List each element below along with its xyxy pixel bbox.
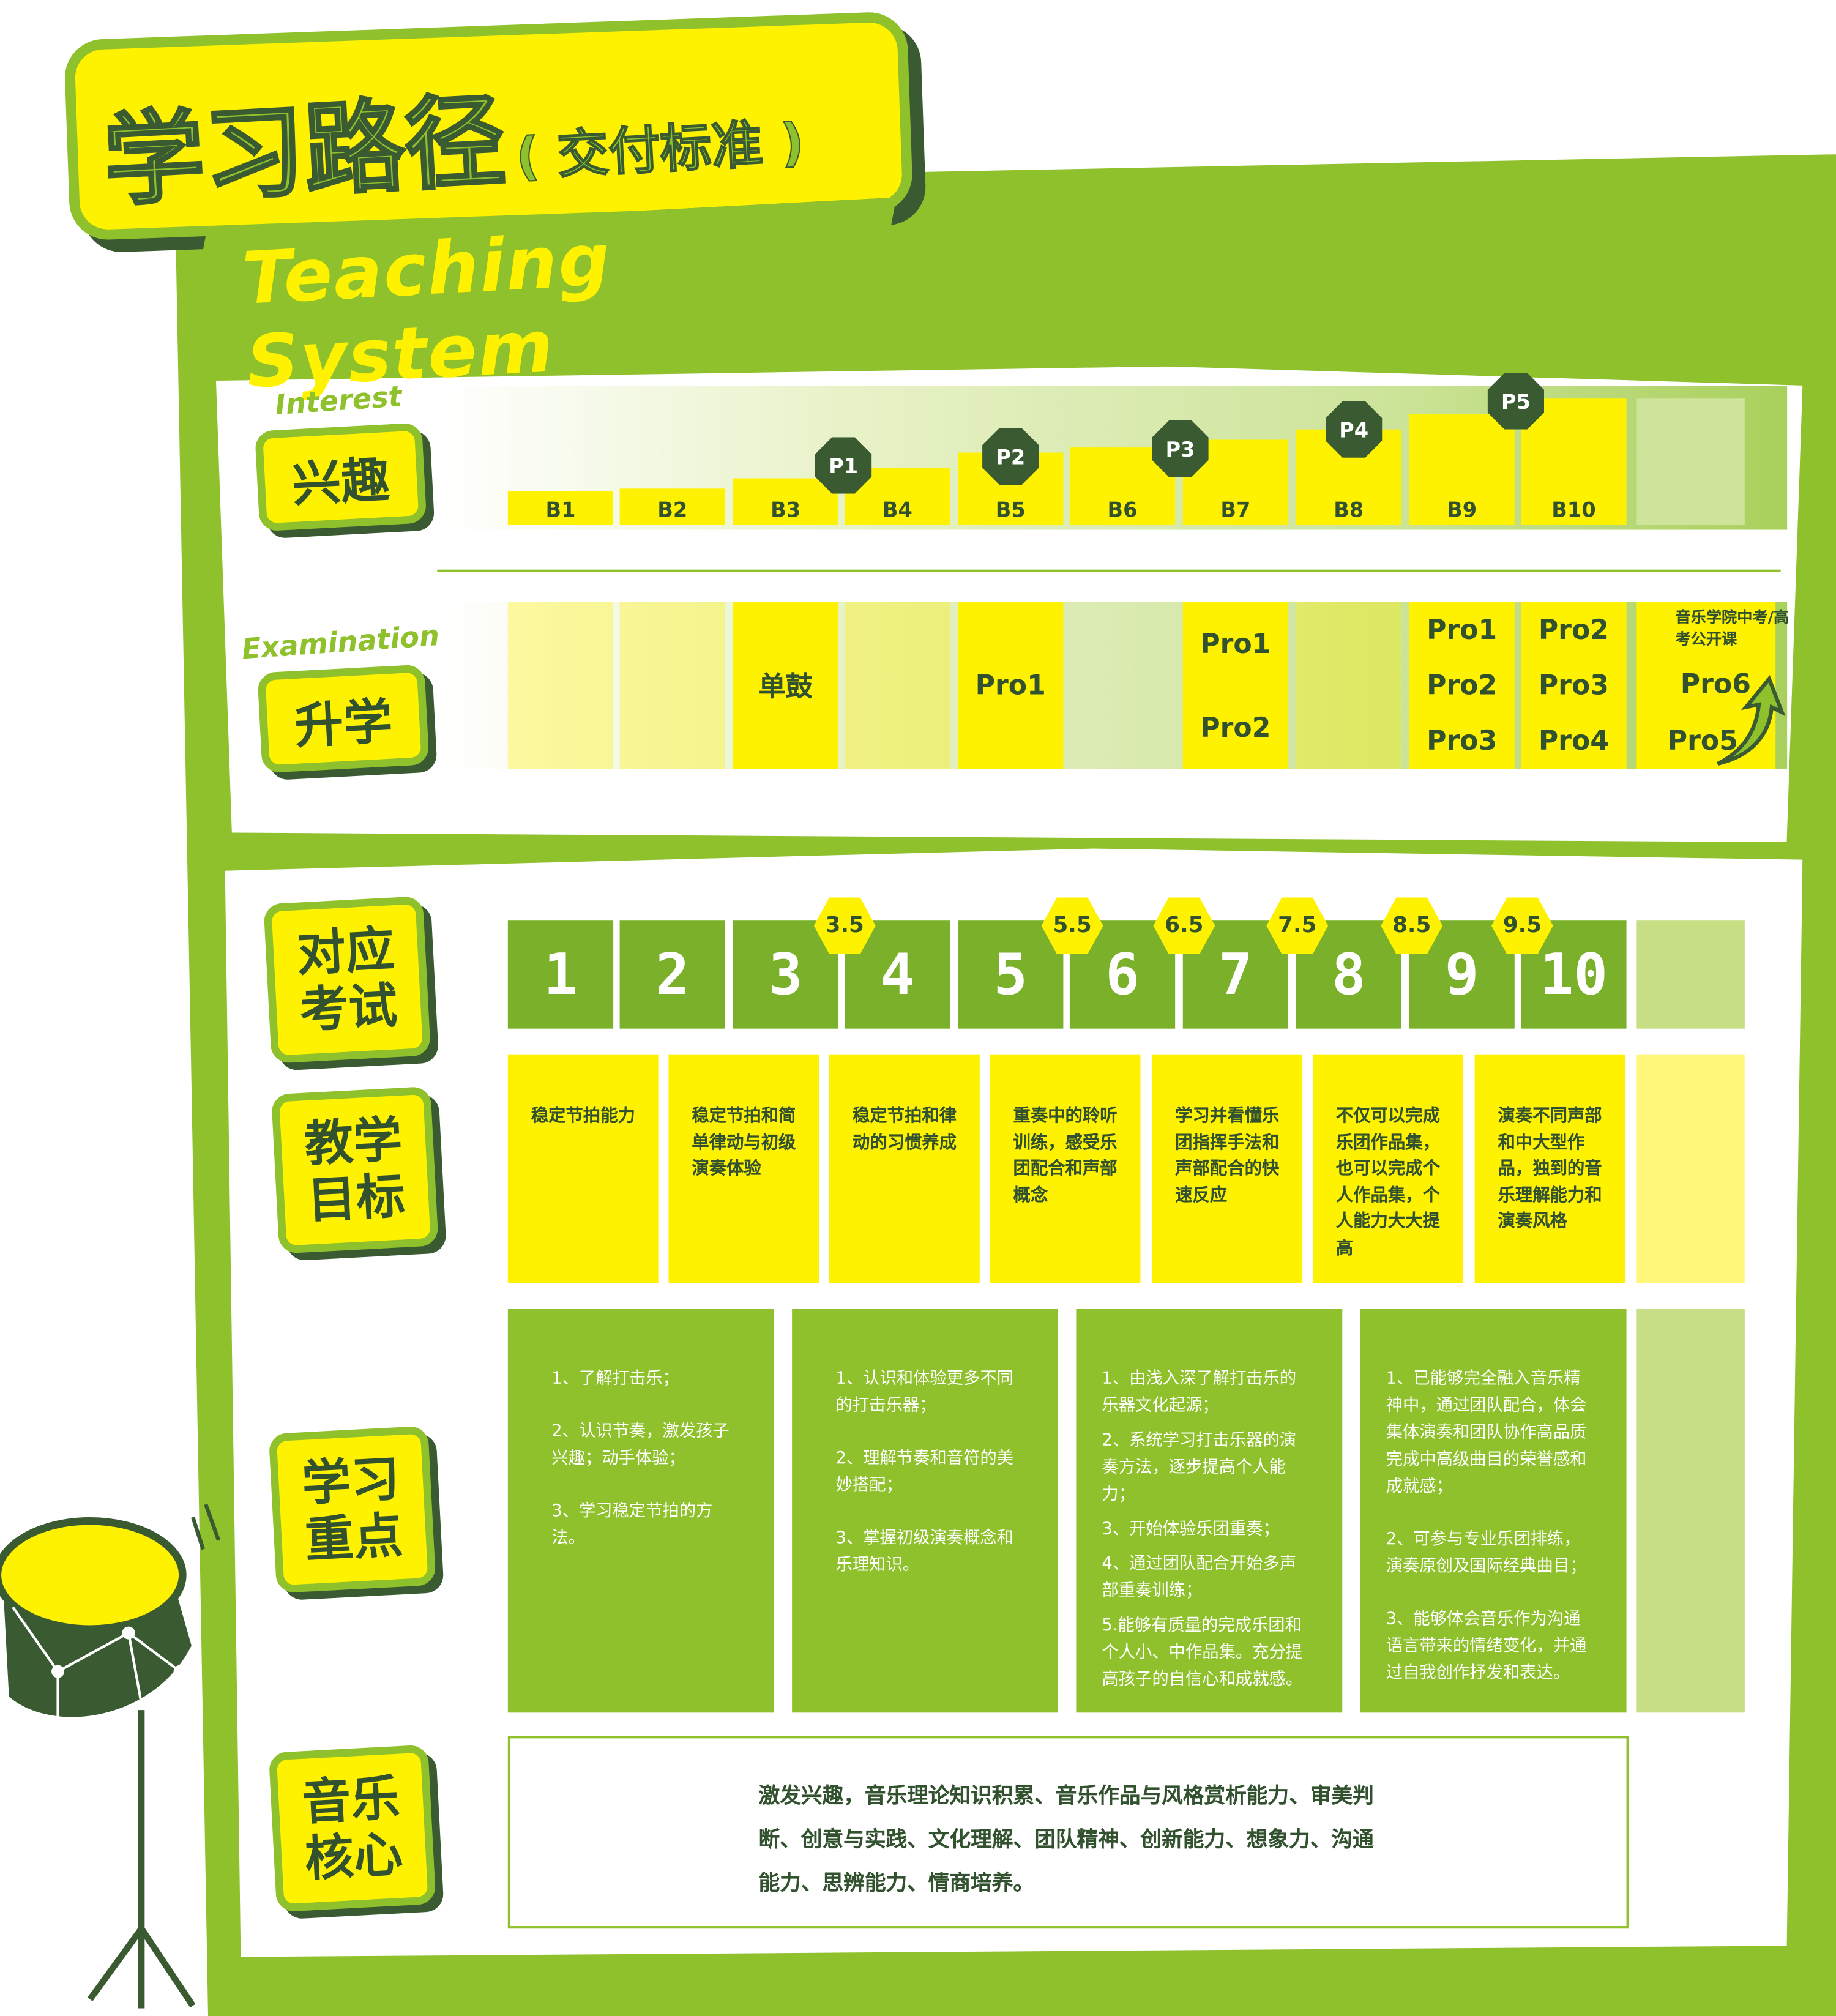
arrow-up-icon: [1717, 675, 1786, 766]
exam-b9-pro3: Pro3: [1427, 725, 1498, 756]
exam-b10-pro4: Pro4: [1538, 725, 1609, 756]
focus-point: 1、了解打击乐；: [551, 1369, 679, 1389]
interest-bar-8: B8: [1296, 429, 1401, 525]
exam-b5: Pro1: [958, 602, 1064, 769]
exam-level-5: 5: [958, 920, 1064, 1029]
exam-level-10: 10: [1521, 920, 1627, 1029]
focus-point: 3、学习稳定节拍的方法。: [551, 1501, 713, 1548]
interest-bar-6: B6: [1069, 447, 1176, 525]
interest-bar-9: B9: [1409, 414, 1515, 525]
focus-point: 3、开始体验乐团重奏；: [1102, 1520, 1280, 1539]
focus-point: 4、通过团队配合开始多声部重奏训练；: [1102, 1554, 1297, 1601]
milestone-badge-1: P1: [815, 437, 872, 494]
drum-icon: [0, 1503, 221, 2009]
core-text: 激发兴趣，音乐理论知识积累、音乐作品与风格赏析能力、审美判断、创意与实践、文化理…: [758, 1783, 1374, 1895]
interest-bar-2: B2: [619, 488, 725, 525]
exam-b9: Pro1 Pro2 Pro3: [1409, 602, 1515, 769]
goals-label: 教学目标: [271, 1086, 439, 1254]
interest-bar-3: B3: [733, 478, 838, 525]
title-sub: ( 交付标准 ): [514, 113, 807, 188]
exam-empty-cell: [845, 602, 950, 769]
goal-card: 不仅可以完成乐团作品集，也可以完成个人作品集，个人能力大大提高: [1312, 1054, 1463, 1283]
title-main: 学习路径: [100, 83, 509, 222]
interest-bar-label: B3: [771, 498, 801, 522]
goal-card: 重奏中的聆听训练，感受乐团配合和声部概念: [990, 1054, 1141, 1283]
focus-column: 1、由浅入深了解打击乐的乐器文化起源； 2、系统学习打击乐器的演奏方法，逐步提高个…: [1076, 1309, 1343, 1713]
focus-point: 2、理解节奏和音符的美妙搭配；: [835, 1449, 1014, 1496]
core-label: 音乐核心: [268, 1744, 436, 1913]
exam-b3: 单鼓: [733, 602, 838, 769]
exam-b7: Pro1 Pro2: [1182, 602, 1289, 769]
interest-bar-label: B7: [1220, 498, 1251, 522]
focus-point: 1、已能够完全融入音乐精神中，通过团队配合，体会集体演奏和团队协作高品质完成中高…: [1386, 1369, 1587, 1497]
exam-extra-note: 音乐学院中考/高考公开课: [1675, 608, 1789, 648]
interest-bar-extra: [1636, 398, 1745, 525]
interest-bar-1: B1: [507, 491, 614, 525]
exam-b7-pro1: Pro1: [1200, 628, 1271, 659]
interest-bar-label: B6: [1107, 498, 1138, 522]
exam-b9-pro2: Pro2: [1427, 670, 1498, 701]
goal-extra: [1636, 1054, 1745, 1283]
interest-bar-label: B10: [1551, 498, 1596, 522]
interest-bar-label: B8: [1334, 498, 1364, 522]
interest-bar-label: B4: [882, 498, 912, 522]
exam-extra-pro6: Pro6: [1680, 668, 1751, 700]
interest-label-cn: 兴趣: [255, 422, 427, 532]
interest-bar-label: B5: [995, 498, 1026, 522]
exam-b10: Pro2 Pro3 Pro4: [1521, 602, 1627, 769]
interest-bar-10: B10: [1521, 398, 1627, 525]
exam-empty-cell: [619, 602, 725, 769]
focus-column: 1、已能够完全融入音乐精神中，通过团队配合，体会集体演奏和团队协作高品质完成中高…: [1360, 1309, 1627, 1713]
focus-extra-column: [1636, 1309, 1745, 1713]
exam-extra-pro5: Pro5: [1667, 725, 1738, 756]
milestone-badge-3: P3: [1152, 420, 1209, 477]
milestone-badge-4: P4: [1325, 401, 1383, 458]
focus-point: 3、掌握初级演奏概念和乐理知识。: [835, 1528, 1014, 1575]
exam-levels-label: 对应考试: [263, 895, 431, 1064]
milestone-badge-2: P2: [982, 428, 1039, 485]
exam-level-3: 3: [733, 920, 838, 1029]
focus-point: 2、可参与专业乐团排练，演奏原创及国际经典曲目；: [1386, 1529, 1587, 1577]
milestone-badge-5: P5: [1487, 373, 1545, 430]
goal-card: 稳定节拍和简单律动与初级演奏体验: [668, 1054, 819, 1283]
goal-card: 学习并看懂乐团指挥手法和声部配合的快速反应: [1152, 1054, 1303, 1283]
focus-point: 2、系统学习打击乐器的演奏方法，逐步提高个人能力；: [1102, 1431, 1297, 1504]
exam-b7-pro2: Pro2: [1200, 711, 1271, 743]
interest-bar-label: B2: [657, 498, 688, 522]
interest-bar-label: B1: [545, 498, 576, 522]
title-english: Teaching System: [240, 218, 613, 405]
goal-card: 稳定节拍和律动的习惯养成: [829, 1054, 980, 1283]
exam-b10-pro2: Pro2: [1538, 614, 1609, 645]
exam-b5-text: Pro1: [975, 670, 1046, 701]
interest-divider: [437, 569, 1781, 572]
focus-column: 1、认识和体验更多不同的打击乐器； 2、理解节奏和音符的美妙搭配； 3、掌握初级演奏…: [792, 1309, 1058, 1713]
exam-level-1: 1: [507, 920, 614, 1029]
focus-label: 学习重点: [268, 1425, 436, 1594]
core-box: [507, 1736, 1629, 1929]
focus-point: 1、由浅入深了解打击乐的乐器文化起源；: [1102, 1369, 1297, 1416]
focus-point: 1、认识和体验更多不同的打击乐器；: [835, 1369, 1014, 1416]
exam-b3-text: 单鼓: [758, 671, 813, 703]
exam-extra: 音乐学院中考/高考公开课 Pro6 Pro5: [1636, 602, 1789, 769]
focus-point: 2、认识节奏，激发孩子兴趣；动手体验；: [551, 1422, 730, 1469]
goal-card: 演奏不同声部和中大型作品，独到的音乐理解能力和演奏风格: [1474, 1054, 1625, 1283]
exam-level-extra: [1636, 920, 1745, 1029]
interest-bar-label: B9: [1447, 498, 1477, 522]
focus-point: 5.能够有质量的完成乐团和个人小、中作品集。充分提高孩子的自信心和成就感。: [1102, 1616, 1303, 1690]
goal-card: 稳定节拍能力: [507, 1054, 659, 1283]
focus-column: 1、了解打击乐； 2、认识节奏，激发孩子兴趣；动手体验； 3、学习稳定节拍的方法。: [507, 1309, 774, 1713]
examination-label-cn: 升学: [257, 664, 430, 774]
exam-empty-cell: [1296, 602, 1401, 769]
exam-b9-pro1: Pro1: [1427, 614, 1498, 645]
exam-b10-pro3: Pro3: [1538, 670, 1609, 701]
exam-level-2: 2: [619, 920, 725, 1029]
exam-empty-cell: [507, 602, 614, 769]
focus-point: 3、能够体会音乐作为沟通语言带来的情绪变化，并通过自我创作抒发和表达。: [1386, 1610, 1587, 1683]
